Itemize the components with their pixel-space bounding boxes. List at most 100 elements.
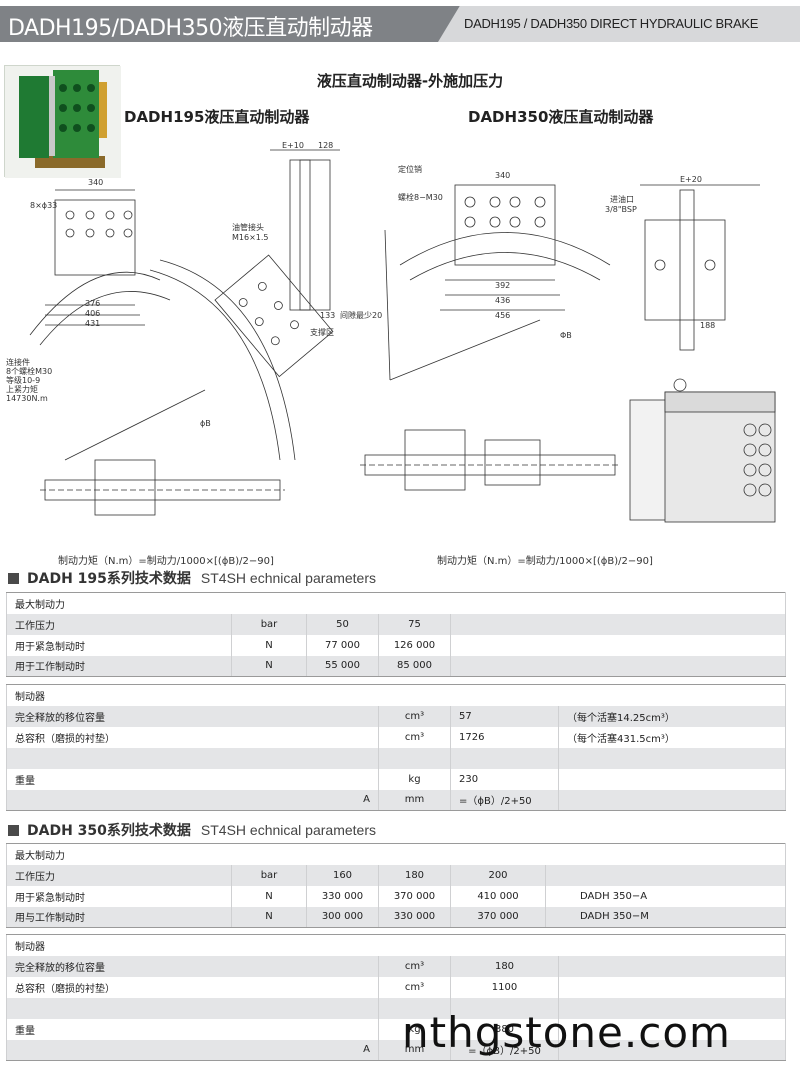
dim-left-431: 431 bbox=[85, 319, 100, 328]
dim-left-holes: 8×ϕ33 bbox=[30, 201, 57, 210]
table-row: 制动器 bbox=[6, 934, 786, 956]
dim-right-392: 392 bbox=[495, 281, 510, 290]
dadh195-heading-cn: DADH 195系列技术数据 bbox=[27, 571, 191, 587]
table-row: 制动器 bbox=[6, 684, 786, 706]
header-banner: DADH195/DADH350液压直动制动器 DADH195 / DADH350… bbox=[0, 0, 800, 46]
dadh195-heading: DADH 195系列技术数据 ST4SH echnical parameters bbox=[8, 568, 376, 588]
row-value: 126 000 bbox=[378, 634, 451, 656]
row-value: 50 bbox=[306, 613, 379, 635]
table-row: 总容积（磨损的衬垫） cm³ 1726 （每个活塞431.5cm³） bbox=[6, 726, 786, 748]
title-cn: DADH195/DADH350液压直动制动器 bbox=[8, 16, 373, 41]
dadh350-force-table: 最大制动力 工作压力 bar 160 180 200 用于紧急制动时 N 330… bbox=[6, 843, 786, 928]
row-unit: N bbox=[231, 906, 307, 928]
dim-left-conn: 连接件 bbox=[6, 357, 30, 367]
row-empty bbox=[558, 976, 786, 998]
row-label: 用与工作制动时 bbox=[6, 906, 232, 928]
dim-right-inlet: 进油口 bbox=[610, 194, 634, 204]
row-value: 370 000 bbox=[450, 906, 546, 928]
row-empty bbox=[378, 747, 451, 769]
table-row: 完全释放的移位容量 cm³ 180 bbox=[6, 955, 786, 977]
dim-right-width: 340 bbox=[495, 171, 510, 180]
dim-left-phib: ϕB bbox=[200, 419, 211, 428]
row-unit: bar bbox=[231, 613, 307, 635]
row-value: 180 bbox=[378, 864, 451, 886]
title-en: DADH195 / DADH350 DIRECT HYDRAULIC BRAKE bbox=[464, 16, 759, 31]
dim-left-406: 406 bbox=[85, 309, 100, 318]
table-row: 用与工作制动时 N 300 000 330 000 370 000 DADH 3… bbox=[6, 906, 786, 928]
dim-right-188: 188 bbox=[700, 321, 715, 330]
row-value: 1726 bbox=[450, 726, 559, 748]
left-front-view bbox=[54, 199, 136, 276]
row-value: 380 bbox=[450, 1018, 559, 1040]
row-value: =（ϕB）/2+50 bbox=[450, 789, 559, 811]
row-unit: cm³ bbox=[378, 955, 451, 977]
row-label: 完全释放的移位容量 bbox=[6, 955, 379, 977]
dadh350-heading-cn: DADH 350系列技术数据 bbox=[27, 823, 191, 839]
dadh350-heading: DADH 350系列技术数据 ST4SH echnical parameters bbox=[8, 820, 376, 840]
section-square-icon bbox=[8, 824, 19, 836]
dim-right-456: 456 bbox=[495, 311, 510, 320]
row-unit: kg bbox=[378, 768, 451, 790]
dim-left-torque-val: 14730N.m bbox=[6, 394, 48, 403]
table-row: 总容积（磨损的衬垫） cm³ 1100 bbox=[6, 976, 786, 998]
dadh195-brake-table: 制动器 完全释放的移位容量 cm³ 57 （每个活塞14.25cm³） 总容积（… bbox=[6, 684, 786, 811]
row-value: 55 000 bbox=[306, 655, 379, 677]
table-row bbox=[6, 747, 786, 769]
row-empty bbox=[545, 864, 786, 886]
row-value: 330 000 bbox=[306, 885, 379, 907]
row-empty bbox=[558, 747, 786, 769]
row-empty bbox=[378, 997, 451, 1019]
dim-left-width: 340 bbox=[88, 178, 103, 187]
row-label: 总容积（磨损的衬垫） bbox=[6, 976, 379, 998]
row-model: DADH 350−A bbox=[545, 885, 786, 907]
row-unit: mm bbox=[378, 789, 451, 811]
row-label: 完全释放的移位容量 bbox=[6, 705, 379, 727]
table-row: 完全释放的移位容量 cm³ 57 （每个活塞14.25cm³） bbox=[6, 705, 786, 727]
row-label: A bbox=[6, 1039, 379, 1061]
table-title: 最大制动力 bbox=[6, 592, 786, 614]
row-empty bbox=[450, 655, 786, 677]
row-empty bbox=[558, 955, 786, 977]
row-empty bbox=[6, 997, 379, 1019]
row-value: 410 000 bbox=[450, 885, 546, 907]
row-empty bbox=[558, 789, 786, 811]
table-row bbox=[6, 997, 786, 1019]
formula-left: 制动力矩（N.m）=制动力/1000×[(ϕB)/2−90] bbox=[58, 556, 274, 567]
row-unit: cm³ bbox=[378, 705, 451, 727]
brake-3d-render bbox=[629, 378, 776, 523]
row-empty bbox=[450, 634, 786, 656]
dim-right-bolts: 螺栓8−M30 bbox=[398, 192, 443, 202]
dim-right-pin: 定位销 bbox=[398, 164, 422, 174]
row-value: 57 bbox=[450, 705, 559, 727]
dim-left-oilpipe: 油管接头 bbox=[232, 222, 264, 232]
row-empty bbox=[558, 997, 786, 1019]
table-row: 工作压力 bar 160 180 200 bbox=[6, 864, 786, 886]
dim-right-phib: ΦB bbox=[560, 331, 572, 340]
table-title: 制动器 bbox=[6, 934, 786, 956]
row-value: 230 bbox=[450, 768, 559, 790]
dadh350-heading-en: ST4SH echnical parameters bbox=[200, 822, 376, 838]
row-empty bbox=[450, 747, 559, 769]
dadh195-heading-en: ST4SH echnical parameters bbox=[200, 570, 376, 586]
dadh350-brake-table: 制动器 完全释放的移位容量 cm³ 180 总容积（磨损的衬垫） cm³ 110… bbox=[6, 934, 786, 1061]
row-label: 工作压力 bbox=[6, 613, 232, 635]
figure-title: 液压直动制动器-外施加压力 bbox=[316, 72, 504, 90]
row-value: 160 bbox=[306, 864, 379, 886]
dim-right-bsp: 3/8"BSP bbox=[605, 205, 637, 214]
brake-photo bbox=[4, 65, 121, 178]
title-cn-panel: DADH195/DADH350液压直动制动器 bbox=[0, 6, 462, 42]
row-label: 重量 bbox=[6, 1018, 379, 1040]
dim-left-128: 128 bbox=[318, 141, 333, 150]
dim-left-m16: M16×1.5 bbox=[232, 233, 269, 242]
table-row: 用于紧急制动时 N 330 000 370 000 410 000 DADH 3… bbox=[6, 885, 786, 907]
dim-left-grade: 等级10-9 bbox=[6, 375, 40, 385]
table-row: 最大制动力 bbox=[6, 843, 786, 865]
row-empty bbox=[450, 997, 559, 1019]
row-label: A bbox=[6, 789, 379, 811]
table-row: 重量 kg 380 bbox=[6, 1018, 786, 1040]
dim-left-bolts: 8个螺栓M30 bbox=[6, 366, 52, 376]
row-label: 工作压力 bbox=[6, 864, 232, 886]
row-label: 重量 bbox=[6, 768, 379, 790]
row-model: DADH 350−M bbox=[545, 906, 786, 928]
table-row: 用于工作制动时 N 55 000 85 000 bbox=[6, 655, 786, 677]
